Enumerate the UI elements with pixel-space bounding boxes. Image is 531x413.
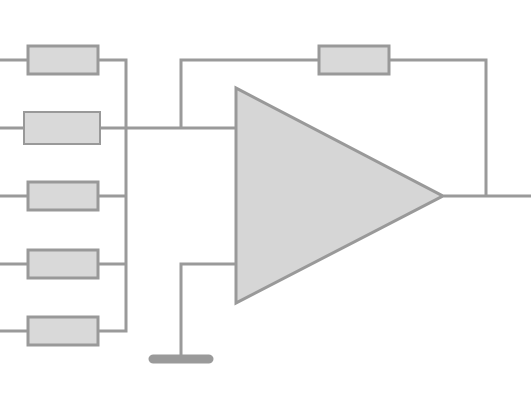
input-resistor-2-highlighted[interactable]: [23, 111, 101, 145]
input-resistor-1[interactable]: [26, 44, 100, 76]
feedback-wire-left: [179, 58, 319, 128]
input-resistor-4[interactable]: [26, 248, 100, 280]
input-resistor-3[interactable]: [26, 180, 100, 212]
feedback-resistor[interactable]: [317, 44, 391, 76]
op-amp-triangle: [234, 85, 447, 306]
feedback-wire-right: [389, 58, 488, 196]
input-resistors: [23, 44, 101, 347]
ground-wire: [179, 262, 237, 358]
resistor-bus-wires: [98, 58, 126, 333]
input-resistor-5[interactable]: [26, 315, 100, 347]
input-lead-wires: [0, 58, 28, 333]
